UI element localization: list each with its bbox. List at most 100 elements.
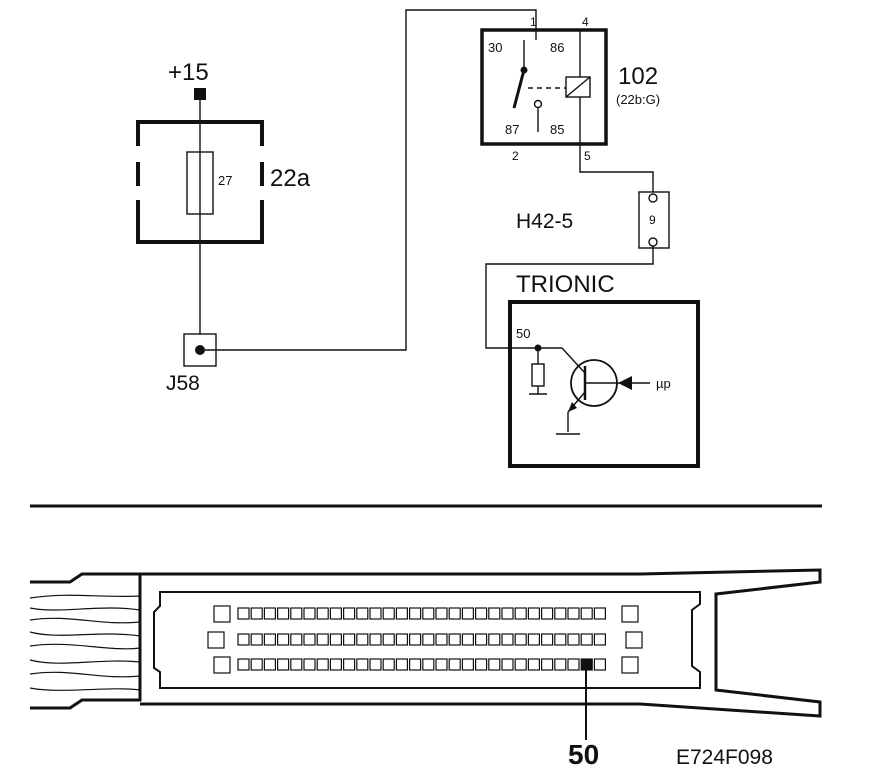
pin — [567, 607, 580, 620]
pin — [237, 658, 250, 671]
fuse-number: 27 — [218, 173, 232, 188]
pin — [580, 633, 593, 646]
pin — [356, 607, 369, 620]
relay-terminal-86: 86 — [550, 40, 564, 55]
pin — [527, 633, 541, 646]
pin — [554, 607, 567, 620]
ecu-input-label: µp — [656, 376, 671, 391]
pin — [329, 633, 342, 646]
pin — [343, 633, 356, 646]
pin — [461, 607, 474, 620]
pin — [554, 633, 567, 646]
relay-switch-arm — [512, 69, 526, 109]
pin — [290, 658, 303, 671]
pin — [435, 658, 448, 671]
pin — [263, 658, 276, 671]
relay-label: 102 — [618, 63, 658, 90]
pin — [593, 658, 607, 671]
pin — [540, 658, 554, 671]
pin — [277, 607, 290, 620]
pin — [395, 607, 408, 620]
relay-102 — [480, 28, 608, 146]
pin — [395, 658, 408, 671]
cable-bundle — [29, 594, 141, 691]
pin — [409, 658, 422, 671]
supply-label: +15 — [168, 59, 209, 86]
pin — [316, 607, 329, 620]
pin — [461, 633, 474, 646]
pin — [422, 633, 435, 646]
pin — [303, 658, 316, 671]
pin — [488, 633, 501, 646]
relay-pin-2: 2 — [512, 149, 519, 163]
pin — [501, 607, 514, 620]
ecu-label: TRIONIC — [516, 271, 615, 298]
pin — [250, 658, 263, 671]
pin — [409, 633, 422, 646]
pin — [475, 633, 488, 646]
pin — [501, 658, 514, 671]
pin — [343, 607, 356, 620]
pin — [316, 658, 329, 671]
ecu-resistor — [531, 363, 545, 387]
pin — [277, 658, 290, 671]
pin — [277, 633, 290, 646]
pin — [316, 633, 329, 646]
pin — [395, 633, 408, 646]
pin — [567, 633, 580, 646]
relay-terminal-87: 87 — [505, 122, 519, 137]
pin — [501, 633, 514, 646]
pin — [435, 607, 448, 620]
pin — [382, 658, 395, 671]
pin — [409, 607, 422, 620]
pin — [207, 631, 225, 649]
figure-code: E724F098 — [676, 746, 773, 769]
pin — [329, 658, 342, 671]
pin — [290, 633, 303, 646]
pin — [435, 633, 448, 646]
pin — [475, 607, 488, 620]
pin — [382, 633, 395, 646]
pin — [488, 658, 501, 671]
pin — [303, 633, 316, 646]
connector-pin: 9 — [649, 213, 656, 227]
pin — [369, 658, 382, 671]
pin — [593, 607, 607, 620]
pin — [593, 633, 607, 646]
pin — [540, 633, 554, 646]
pin-grid — [207, 605, 643, 674]
ecu-pin: 50 — [516, 326, 530, 341]
wire-j58-relay — [205, 9, 537, 351]
pin — [527, 607, 541, 620]
ecu-trionic — [508, 300, 700, 468]
pin — [567, 658, 580, 671]
pin — [329, 607, 342, 620]
pin — [621, 656, 639, 674]
pin — [540, 607, 554, 620]
pin — [237, 633, 250, 646]
pin — [263, 633, 276, 646]
pin — [213, 605, 231, 623]
pin — [303, 607, 316, 620]
schematic: +15 27 22a J58 1 4 2 5 30 86 87 85 — [136, 9, 700, 468]
pin — [527, 658, 541, 671]
pin — [213, 656, 231, 674]
pin — [554, 658, 567, 671]
pin — [625, 631, 643, 649]
relay-terminal-30: 30 — [488, 40, 502, 55]
wire-relay-connector — [579, 144, 654, 192]
pin — [382, 607, 395, 620]
pin — [448, 607, 461, 620]
pin — [621, 605, 639, 623]
relay-sublabel: (22b:G) — [616, 92, 660, 107]
pin — [369, 633, 382, 646]
wire-connector-ecu — [485, 246, 654, 349]
pin — [237, 607, 250, 620]
pin — [514, 607, 527, 620]
pin — [514, 658, 527, 671]
pin — [263, 607, 276, 620]
pin — [448, 658, 461, 671]
pin-callout-label: 50 — [568, 739, 599, 770]
plug-face — [153, 591, 701, 689]
fuse-box — [136, 120, 264, 244]
